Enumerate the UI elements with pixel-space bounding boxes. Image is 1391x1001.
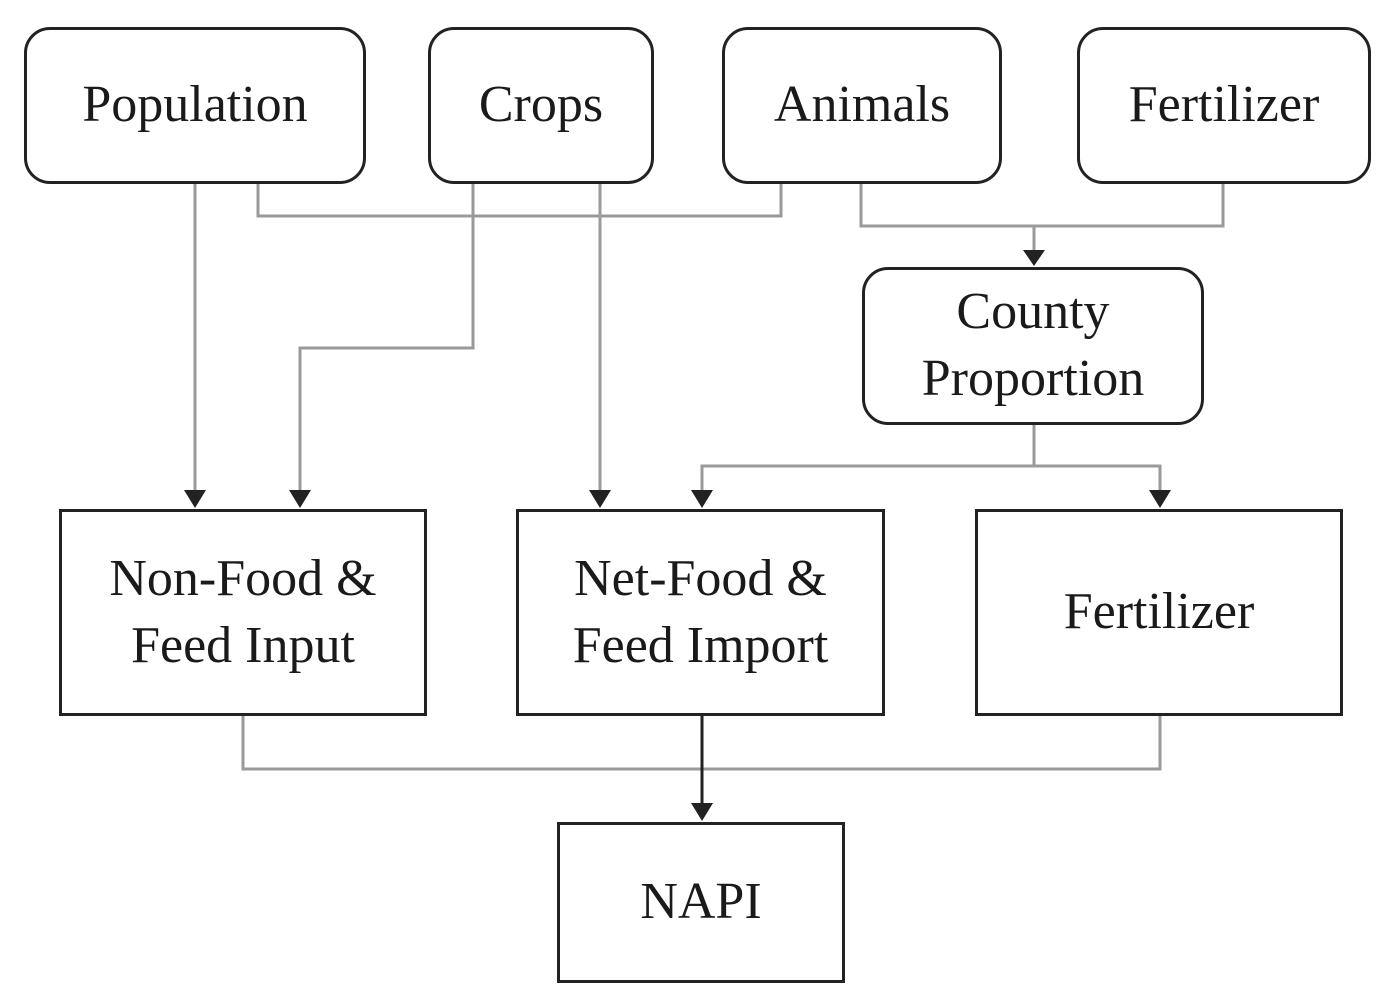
node-fertilizer-input: Fertilizer [1077,27,1371,184]
node-fertilizer-output-label: Fertilizer [1063,583,1255,641]
node-non-food-feed-input: Non-Food & Feed Input [59,509,427,716]
node-county-proportion: County Proportion [862,267,1204,425]
node-crops: Crops [428,27,654,184]
edge-county-split [700,425,1036,492]
arrowhead-napi [691,803,713,821]
edge-population-animals-bar [256,184,783,218]
arrowhead-fertilizer [1149,490,1171,508]
node-animals-label: Animals [773,76,951,134]
node-population-label: Population [82,76,308,134]
edge-animals-fertilizer-bar [859,184,1225,228]
arrowhead-nonfood-right [289,490,311,508]
arrowhead-netfood-right [691,490,713,508]
node-fertilizer-output: Fertilizer [975,509,1343,716]
node-net-food-line2: Feed Import [572,616,829,674]
node-fertilizer-input-label: Fertilizer [1128,76,1320,134]
node-crops-label: Crops [478,76,604,134]
edge-crops-nonfood [298,184,475,492]
node-non-food-line2: Feed Input [131,616,355,674]
arrowhead-county [1023,250,1045,266]
node-population: Population [24,27,366,184]
node-napi: NAPI [557,822,845,983]
node-animals: Animals [722,27,1002,184]
arrowhead-nonfood-left [184,490,206,508]
arrowhead-netfood-left [589,490,611,508]
node-county-proportion-line1: County [956,283,1110,341]
node-napi-label: NAPI [640,873,762,931]
node-non-food-line1: Non-Food & [109,549,377,607]
node-net-food-feed-import: Net-Food & Feed Import [516,509,885,716]
edge-county-fertilizer [1034,464,1162,492]
node-county-proportion-line2: Proportion [921,350,1145,407]
node-net-food-line1: Net-Food & [574,549,827,607]
